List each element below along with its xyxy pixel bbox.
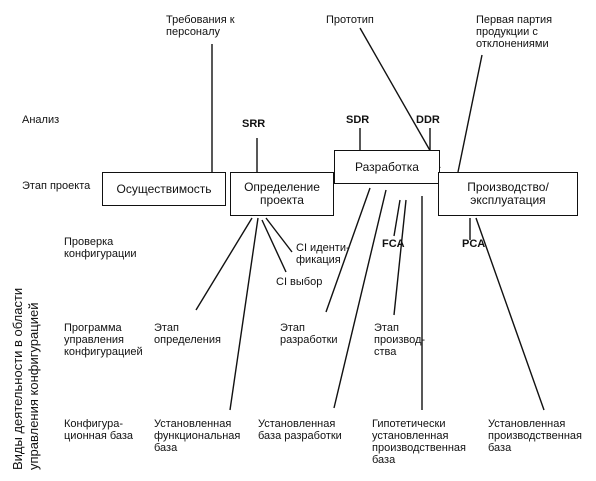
review-fca: FCA (382, 238, 405, 250)
label-ci-identification: CI иденти- фикация (296, 242, 350, 266)
row-label-config-base: Конфигура- ционная база (64, 418, 134, 442)
line-production-stage (393, 199, 407, 316)
label-production-base: Установленная производственная база (488, 418, 582, 454)
label-development-stage: Этап разработки (280, 322, 338, 346)
box-project-definition: Определение проекта (230, 172, 334, 216)
line-prototype (359, 27, 441, 169)
label-ci-selection: CI выбор (276, 276, 323, 288)
review-ddr: DDR (416, 114, 440, 126)
review-srr: SRR (242, 118, 266, 130)
box-feasibility: Осуществимость (102, 172, 226, 206)
review-sdr: SDR (346, 114, 370, 126)
line-ci-selection (261, 219, 287, 273)
label-hypothetical-base: Гипотетически установленная производстве… (372, 418, 466, 466)
label-functional-base: Установленная функциональная база (154, 418, 241, 454)
row-label-config-check: Проверка конфигурации (64, 236, 137, 260)
line-production-base (475, 217, 545, 411)
row-label-config-program: Программа управления конфигурацией (64, 322, 143, 358)
line-functional-base (229, 217, 259, 411)
review-pca: PCA (462, 238, 486, 250)
line-development-base (333, 189, 387, 409)
label-definition-stage: Этап определения (154, 322, 221, 346)
label-first-batch: Первая партия продукции с отклонениями (476, 14, 553, 50)
label-prototype: Прототип (326, 14, 374, 26)
row-label-project-stage: Этап проекта (22, 180, 91, 192)
box-development: Разработка (334, 150, 440, 184)
line-first-batch (457, 54, 483, 173)
line-ci-identification (265, 217, 293, 253)
line-definition-stage (195, 217, 253, 311)
label-development-base: Установленная база разработки (258, 418, 342, 442)
row-label-analysis: Анализ (22, 114, 60, 126)
box-production-operation: Производство/ эксплуатация (438, 172, 578, 216)
line-fca (393, 199, 401, 237)
label-staff-requirements: Требования к персоналу (166, 14, 235, 38)
line-development-stage (325, 187, 371, 313)
label-production-stage: Этап производ- ства (374, 322, 426, 358)
activities-axis-label: Виды деятельности в области управления к… (10, 287, 41, 470)
